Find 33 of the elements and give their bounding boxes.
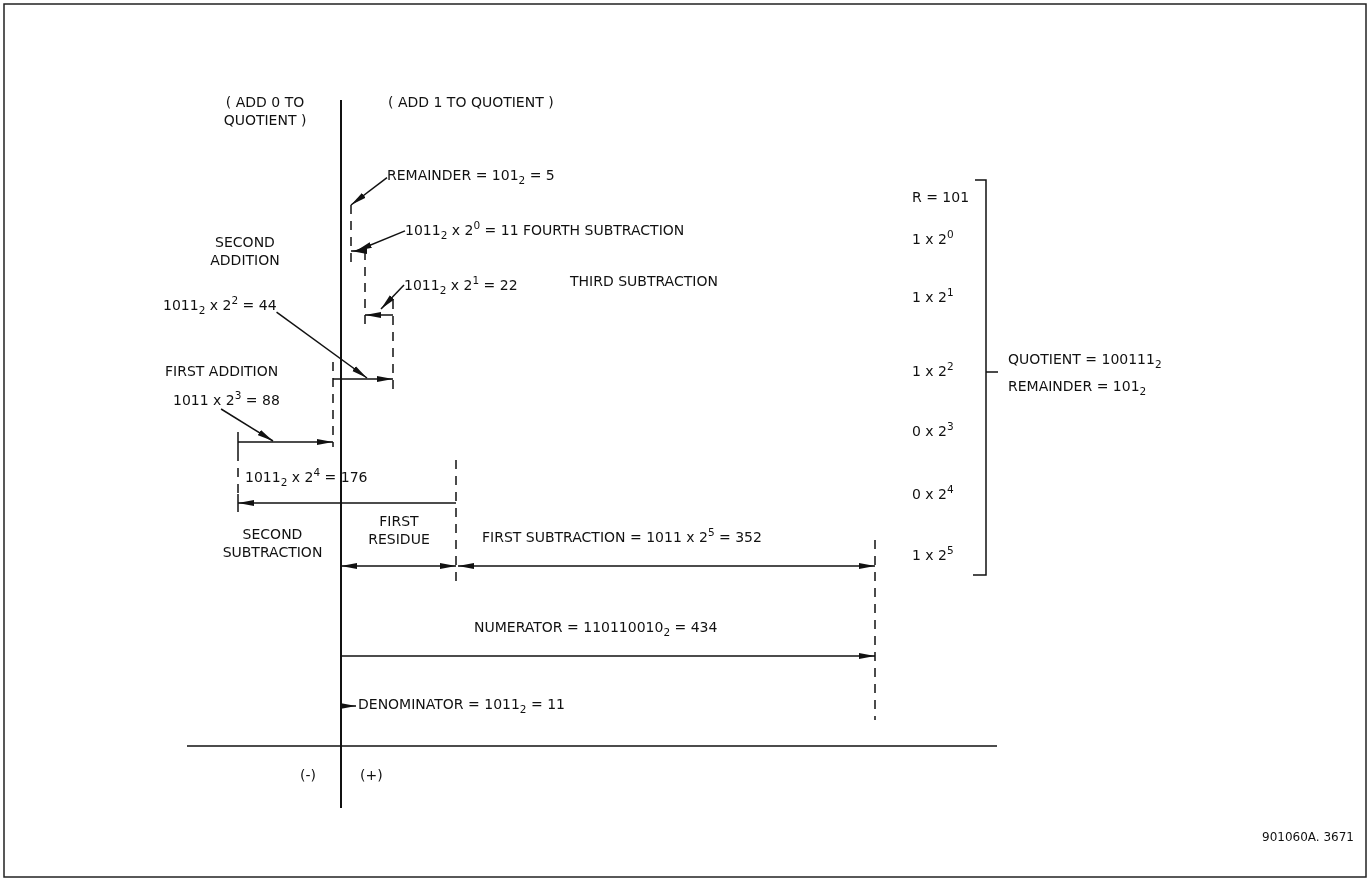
leader-line bbox=[220, 408, 274, 442]
figure-number: 901060A. 3671 bbox=[1262, 829, 1354, 846]
annotation-text: DENOMINATOR = 1011$_{2}$ = 11 bbox=[358, 695, 565, 713]
leader-line bbox=[380, 284, 405, 310]
annotation-text: THIRD SUBTRACTION bbox=[570, 272, 718, 290]
annotation-text: NUMERATOR = 110110010$_{2}$ = 434 bbox=[474, 618, 718, 636]
annotation-text: SECOND SUBTRACTION bbox=[221, 525, 324, 561]
leader-line bbox=[275, 311, 368, 379]
leader-line bbox=[355, 230, 406, 252]
annotation-text: ( ADD 1 TO QUOTIENT ) bbox=[388, 93, 554, 111]
annotation-text: FIRST RESIDUE bbox=[367, 512, 431, 548]
annotation-text: 1 x 2$^{0}$ bbox=[912, 230, 954, 248]
annotation-text: FIRST SUBTRACTION = 1011 x 2$^{5}$ = 352 bbox=[482, 528, 762, 546]
annotation-text: 1011$_{2}$ x 2$^{2}$ = 44 bbox=[163, 296, 277, 314]
annotation-text: (+) bbox=[360, 766, 383, 784]
annotation-text: FIRST ADDITION bbox=[165, 362, 279, 380]
annotation-text: R = 101 bbox=[912, 188, 970, 206]
annotation-text: SECOND ADDITION bbox=[209, 233, 281, 269]
annotation-text: 1011$_{2}$ x 2$^{4}$ = 176 bbox=[245, 468, 368, 486]
annotation-text: QUOTIENT = 100111$_{2}$ bbox=[1008, 350, 1162, 368]
annotation-text: 1 x 2$^{1}$ bbox=[912, 288, 954, 306]
annotation-text: REMAINDER = 101$_{2}$ bbox=[1008, 377, 1147, 395]
annotation-text: 1011$_{2}$ x 2$^{0}$ = 11 FOURTH SUBTRACTION bbox=[405, 221, 685, 239]
leader-line bbox=[350, 176, 388, 206]
annotation-text: 0 x 2$^{4}$ bbox=[912, 485, 954, 503]
annotation-text: 1 x 2$^{5}$ bbox=[912, 546, 954, 564]
annotation-text: ( ADD 0 TO QUOTIENT ) bbox=[222, 93, 308, 129]
annotation-text: (-) bbox=[300, 766, 316, 784]
annotation-text: 1 x 2$^{2}$ bbox=[912, 362, 954, 380]
annotation-text: 0 x 2$^{3}$ bbox=[912, 422, 954, 440]
annotation-text: 1011$_{2}$ x 2$^{1}$ = 22 bbox=[404, 276, 518, 294]
annotation-text: 1011 x 2$^{3}$ = 88 bbox=[173, 391, 280, 409]
annotation-text: REMAINDER = 101$_{2}$ = 5 bbox=[387, 166, 555, 184]
